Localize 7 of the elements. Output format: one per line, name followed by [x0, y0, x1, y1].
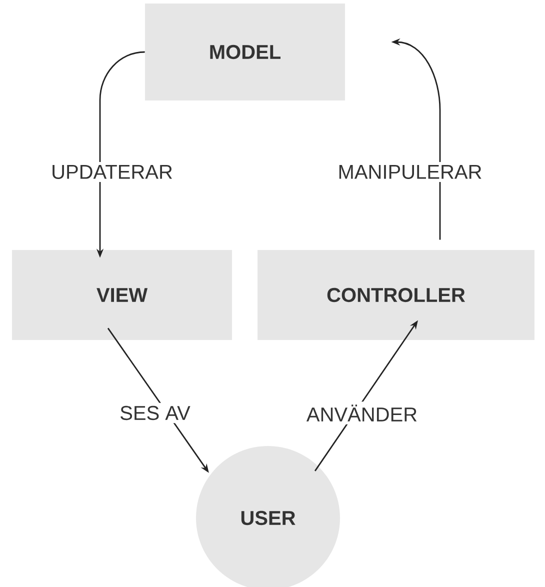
- process-box: MODEL: [145, 4, 345, 100]
- edge-label: UPDATERAR: [48, 162, 176, 182]
- process-box: VIEW: [12, 250, 232, 340]
- process-box: CONTROLLER: [258, 250, 534, 340]
- edge-label: MANIPULERAR: [334, 162, 486, 182]
- edge-label: ANVÄNDER: [303, 402, 421, 424]
- edge-label: SES AV: [116, 402, 194, 424]
